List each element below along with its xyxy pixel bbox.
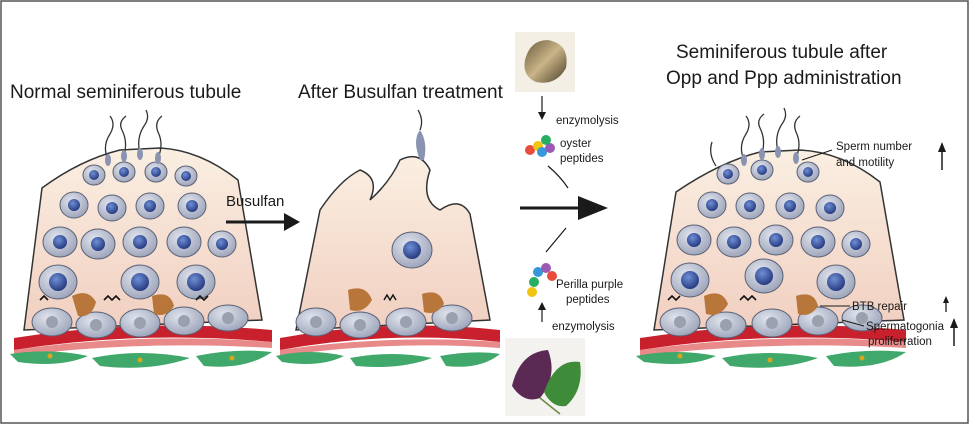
oyster-photo: [515, 32, 575, 92]
oyster-peptide-beads: [525, 135, 555, 157]
perilla-peptides-line2: peptides: [566, 294, 610, 306]
btb-repair-label: BTB repair: [852, 301, 907, 313]
treated-tubule: [636, 107, 906, 368]
perilla-peptide-beads: [527, 263, 557, 297]
title-after-line1: Seminiferous tubule after: [676, 42, 888, 63]
title-busulfan: After Busulfan treatment: [298, 82, 504, 103]
perilla-peptides-line1: Perilla purple: [556, 279, 623, 291]
title-after-line2: Opp and Ppp administration: [666, 68, 902, 89]
oyster-peptides-line1: oyster: [560, 138, 591, 150]
perilla-photo: [505, 338, 585, 416]
sertoli-nucleus: [72, 293, 96, 317]
normal-tubule: [10, 109, 272, 368]
increase-arrows: [938, 142, 958, 346]
spermatogonia-line1: Spermatogonia: [866, 321, 945, 333]
spermatogonia-line2: proliferration: [868, 336, 932, 348]
oyster-peptides-line2: peptides: [560, 153, 604, 165]
tight-junction: [103, 294, 121, 302]
enzymolysis-top-label: enzymolysis: [556, 115, 619, 127]
enzymolysis-bottom-label: enzymolysis: [552, 321, 615, 333]
sperm-number-line2: and motility: [836, 157, 894, 169]
sperm-number-line1: Sperm number: [836, 141, 912, 153]
busulfan-tubule: [276, 109, 500, 367]
title-normal: Normal seminiferous tubule: [10, 82, 241, 103]
busulfan-arrow-label: Busulfan: [226, 193, 284, 210]
